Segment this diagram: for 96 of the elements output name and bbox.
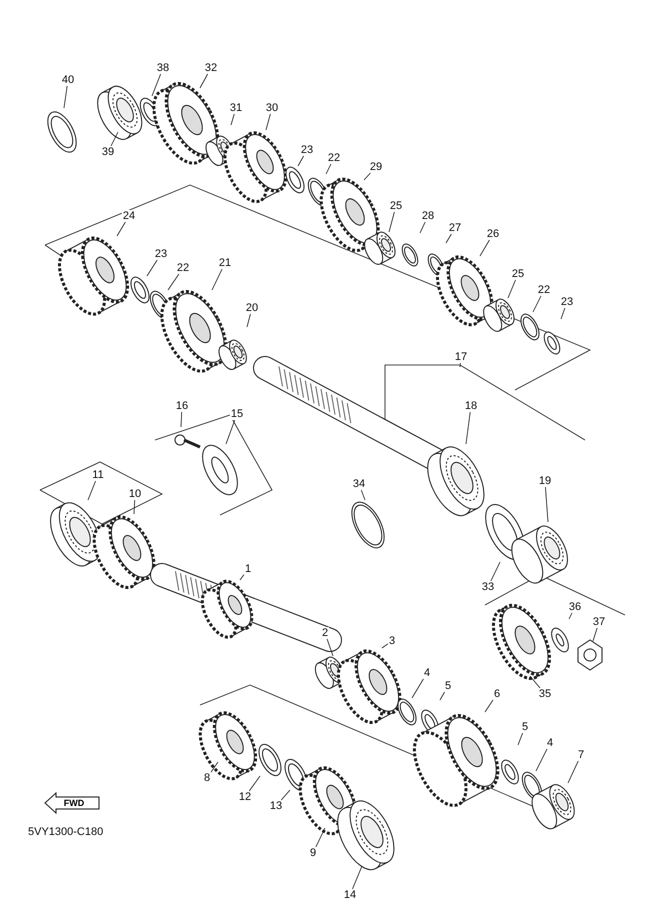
leader-line <box>266 114 271 130</box>
leader-line <box>440 692 445 700</box>
callout-number: 19 <box>538 475 552 487</box>
leader-line <box>180 412 182 428</box>
callout-number: 14 <box>342 889 358 900</box>
leader-line <box>326 638 334 656</box>
leader-line <box>110 132 118 146</box>
callout-number: 18 <box>464 400 478 412</box>
callout-number: 24 <box>122 210 136 222</box>
callout-number: 2 <box>320 627 330 639</box>
leader-line <box>382 643 388 648</box>
callout-number: 7 <box>576 749 586 761</box>
leader-line <box>134 500 136 514</box>
callout-number: 25 <box>510 268 526 280</box>
leader-line <box>168 274 180 290</box>
callout-number: 12 <box>238 791 252 803</box>
callout-number: 5 <box>444 680 452 692</box>
leader-line <box>592 628 598 642</box>
callout-number: 15 <box>230 408 244 420</box>
callout-number: 39 <box>100 146 116 158</box>
leader-line <box>210 762 218 772</box>
leader-line <box>530 676 540 688</box>
callout-number: 31 <box>228 102 244 114</box>
callout-number: 38 <box>156 62 170 74</box>
callout-number: 25 <box>388 200 404 212</box>
callout-number: 37 <box>592 616 606 628</box>
callout-number: 4 <box>546 737 554 749</box>
leader-line <box>568 612 572 620</box>
leader-line <box>490 562 500 582</box>
callout-number: 28 <box>420 210 436 222</box>
leader-line <box>536 748 548 772</box>
leader-line <box>116 222 126 236</box>
callout-number: 36 <box>568 601 582 613</box>
leader-line <box>545 486 548 522</box>
callout-number: 40 <box>60 74 76 86</box>
leader-line <box>484 700 494 712</box>
leader-line <box>88 480 96 500</box>
callout-number: 29 <box>368 161 384 173</box>
callout-number: 10 <box>128 488 142 500</box>
leader-line <box>480 240 490 256</box>
callout-number: 23 <box>560 296 574 308</box>
callout-number: 21 <box>218 257 232 269</box>
forward-direction-sign: FWD <box>44 792 100 814</box>
callout-number: 22 <box>176 262 190 274</box>
leader-line <box>315 828 326 848</box>
callout-number: 17 <box>454 351 468 363</box>
leader-line <box>248 776 260 792</box>
leader-line <box>246 314 251 328</box>
callout-number: 20 <box>244 302 260 314</box>
callout-number: 22 <box>326 152 342 164</box>
callout-number: 23 <box>154 248 168 260</box>
callout-number: 3 <box>388 635 396 647</box>
callout-number: 11 <box>91 469 105 481</box>
leader-line <box>466 412 471 444</box>
leader-line <box>360 490 366 500</box>
leader-line <box>532 296 542 312</box>
leader-line <box>280 790 290 800</box>
callout-number: 35 <box>538 688 552 700</box>
leader-line <box>446 234 452 244</box>
leader-line <box>420 222 426 234</box>
leader-line <box>146 260 158 276</box>
leader-line <box>298 156 304 166</box>
leader-line <box>388 212 395 232</box>
diagram-code: 5VY1300-C180 <box>28 826 104 838</box>
callout-number: 1 <box>244 563 252 575</box>
leader-line <box>212 268 223 290</box>
callout-number: 23 <box>300 144 314 156</box>
leader-line <box>460 362 461 368</box>
leader-line <box>64 86 68 108</box>
callout-number: 30 <box>264 102 280 114</box>
leader-line <box>226 420 236 444</box>
leader-line <box>152 74 162 96</box>
leader-line <box>568 760 579 784</box>
callout-number: 9 <box>308 847 318 859</box>
callout-number: 16 <box>174 400 190 412</box>
callout-number: 33 <box>480 581 496 593</box>
callout-number: 32 <box>204 62 218 74</box>
callout-number: 5 <box>520 721 530 733</box>
callout-number: 27 <box>448 222 462 234</box>
leader-line <box>326 164 332 174</box>
leader-line <box>230 114 235 126</box>
leader-line <box>560 308 566 320</box>
leader-line <box>240 574 244 580</box>
leader-line <box>508 280 516 298</box>
leader-line <box>200 74 208 88</box>
callout-number: 13 <box>268 800 284 812</box>
callout-number: 34 <box>352 478 366 490</box>
callout-number: 22 <box>536 284 552 296</box>
callout-number: 8 <box>202 772 212 784</box>
leader-line <box>412 678 424 698</box>
callout-number: 6 <box>492 688 502 700</box>
leader-line <box>364 172 371 180</box>
callout-number: 4 <box>422 667 432 679</box>
callout-number: 26 <box>486 228 500 240</box>
leader-line <box>518 732 524 746</box>
leader-line <box>352 866 362 890</box>
